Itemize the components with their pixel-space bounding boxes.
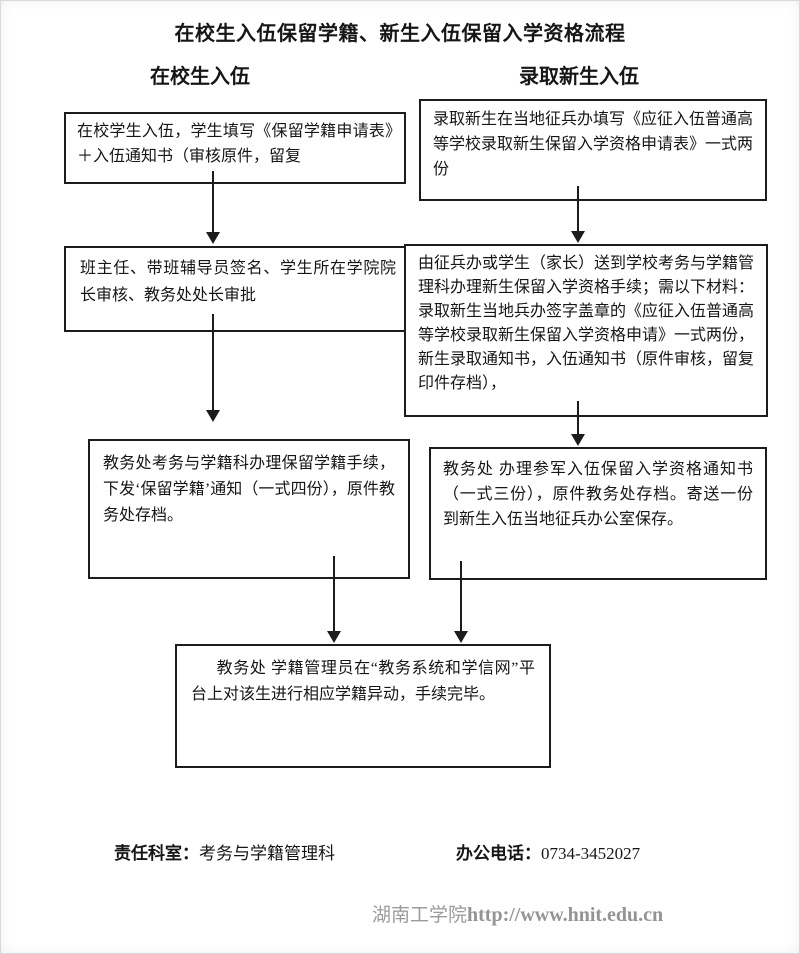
left-step-2-text: 班主任、带班辅导员签名、学生所在学院院长审核、教务处处长审批 <box>80 260 396 304</box>
office-phone-value: 0734-3452027 <box>541 844 641 863</box>
site-url-link[interactable]: http://www.hnit.edu.cn <box>467 904 664 926</box>
office-phone-line: 办公电话：0734-3452027 <box>456 839 640 864</box>
arrow-right-2-icon <box>571 401 585 446</box>
arrow-right-to-final-icon <box>454 561 468 643</box>
right-step-3-box: 教务处 办理参军入伍保留入学资格通知书 （一式三份），原件教务处存档。寄送一份到… <box>429 447 767 580</box>
left-step-1-box: 在校学生入伍，学生填写《保留学籍申请表》＋入伍通知书（审核原件，留复 <box>64 112 406 184</box>
site-watermark: 湖南工学院http://www.hnit.edu.cn <box>372 900 663 927</box>
left-step-3-box: 教务处考务与学籍科办理保留学籍手续，下发‘保留学籍’通知（一式四份），原件教务处… <box>88 439 410 579</box>
left-step-2-box: 班主任、带班辅导员签名、学生所在学院院长审核、教务处处长审批 <box>64 246 412 332</box>
arrow-right-1-icon <box>571 186 585 243</box>
right-step-2-text: 由征兵办或学生（家长）送到学校考务与学籍管理科办理新生保留入学资格手续；需以下材… <box>418 255 755 392</box>
arrow-left-to-final-icon <box>327 556 341 643</box>
right-step-1-box: 录取新生在当地征兵办填写《应征入伍普通高等学校录取新生保留入学资格申请表》一式两… <box>419 99 767 201</box>
responsible-dept-value: 考务与学籍管理科 <box>199 844 335 863</box>
left-step-3-text: 教务处考务与学籍科办理保留学籍手续，下发‘保留学籍’通知（一式四份），原件教务处… <box>103 455 395 524</box>
left-step-1-text: 在校学生入伍，学生填写《保留学籍申请表》＋入伍通知书（审核原件，留复 <box>77 123 393 165</box>
responsible-dept-line: 责任科室：考务与学籍管理科 <box>114 839 335 864</box>
arrow-left-2-icon <box>206 314 220 422</box>
right-step-2-box: 由征兵办或学生（家长）送到学校考务与学籍管理科办理新生保留入学资格手续；需以下材… <box>404 244 768 417</box>
site-name: 湖南工学院 <box>372 905 468 926</box>
right-column-header: 录取新生入伍 <box>519 66 639 88</box>
left-column-header: 在校生入伍 <box>150 66 250 88</box>
responsible-dept-label: 责任科室： <box>114 844 199 863</box>
arrow-left-1-icon <box>206 171 220 244</box>
final-step-text: 教务处 学籍管理员在“教务系统和学信网”平台上对该生进行相应学籍异动，手续完毕。 <box>191 660 535 703</box>
page-title: 在校生入伍保留学籍、新生入伍保留入学资格流程 <box>174 23 626 45</box>
right-step-1-text: 录取新生在当地征兵办填写《应征入伍普通高等学校录取新生保留入学资格申请表》一式两… <box>433 111 754 178</box>
final-step-box: 教务处 学籍管理员在“教务系统和学信网”平台上对该生进行相应学籍异动，手续完毕。 <box>175 644 551 768</box>
right-step-3-text: 教务处 办理参军入伍保留入学资格通知书 （一式三份），原件教务处存档。寄送一份到… <box>443 461 753 528</box>
office-phone-label: 办公电话： <box>456 844 541 863</box>
